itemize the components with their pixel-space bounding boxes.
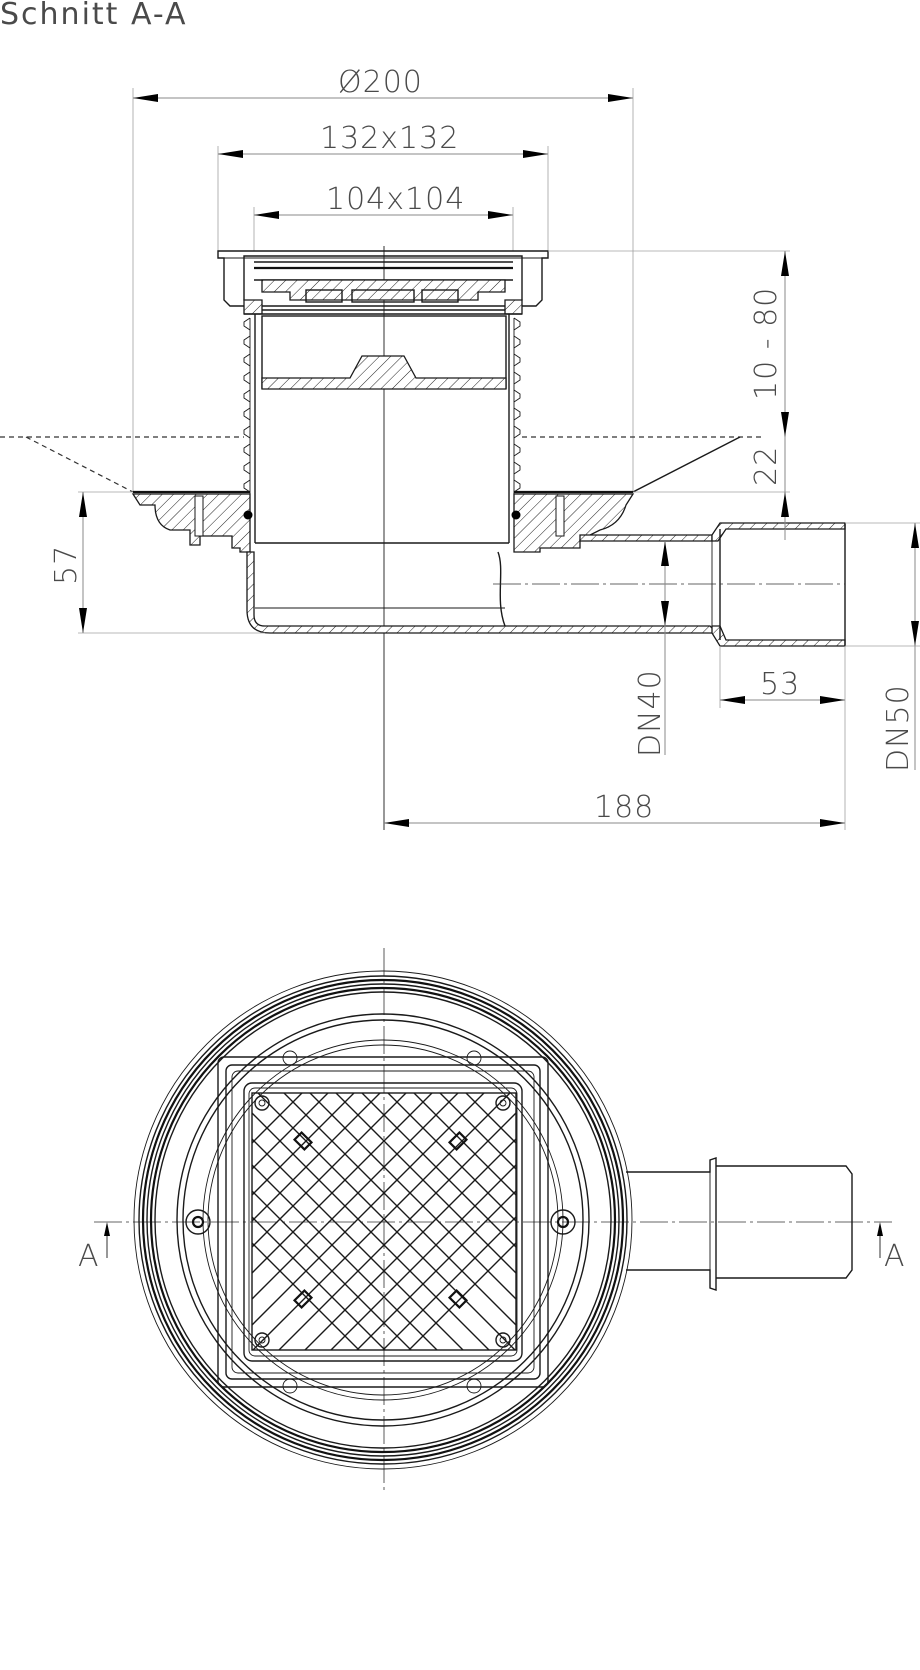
riser-body <box>243 314 521 545</box>
grate-frame-assembly <box>217 250 549 315</box>
drawing-title: Schnitt A-A <box>0 0 188 32</box>
section-marker-right-label: A <box>884 1239 906 1274</box>
dim-height-adjust-label: 10 - 80 <box>749 287 784 400</box>
top-view: A A <box>78 948 906 1494</box>
section-marker-left: A <box>78 1222 110 1274</box>
grate <box>251 1092 517 1351</box>
ring-screw-bosses <box>185 1050 576 1394</box>
outlet-body <box>246 522 846 647</box>
dim-diameter-label: Ø200 <box>338 65 423 100</box>
floor-level-lines <box>0 436 765 493</box>
outlet-pipe-plan <box>626 1157 853 1291</box>
dim-frame: 132x132 <box>217 121 549 251</box>
dim-socket-length: 53 <box>719 646 846 830</box>
dim-socket-length-label: 53 <box>760 667 800 702</box>
section-marker-left-label: A <box>78 1239 100 1274</box>
dim-grate-label: 104x104 <box>326 182 465 217</box>
dim-outlet-height: 57 <box>49 491 265 634</box>
dim-dn40-label: DN40 <box>633 669 668 757</box>
dim-dn50-label: DN50 <box>881 684 916 772</box>
section-view: Ø200 132x132 104x104 <box>0 65 920 830</box>
dim-outlet-reach: 188 <box>384 790 845 827</box>
dim-outlet-reach-label: 188 <box>594 790 654 825</box>
dim-diameter: Ø200 <box>132 65 634 492</box>
dim-floor-offset-label: 22 <box>749 446 784 486</box>
odour-trap-insert <box>261 315 507 390</box>
dim-dn50: DN50 <box>845 522 920 772</box>
flange-rings <box>133 970 633 1470</box>
dim-grate: 104x104 <box>253 182 514 251</box>
dim-outlet-height-label: 57 <box>49 545 84 585</box>
dim-frame-label: 132x132 <box>320 121 459 156</box>
dim-floor-offset: 22 <box>633 437 790 540</box>
square-frame <box>217 1056 549 1388</box>
dim-dn40: DN40 <box>633 541 669 757</box>
drain-flange <box>131 490 635 553</box>
dim-height-adjust: 10 - 80 <box>548 250 790 437</box>
section-marker-right: A <box>877 1222 906 1274</box>
